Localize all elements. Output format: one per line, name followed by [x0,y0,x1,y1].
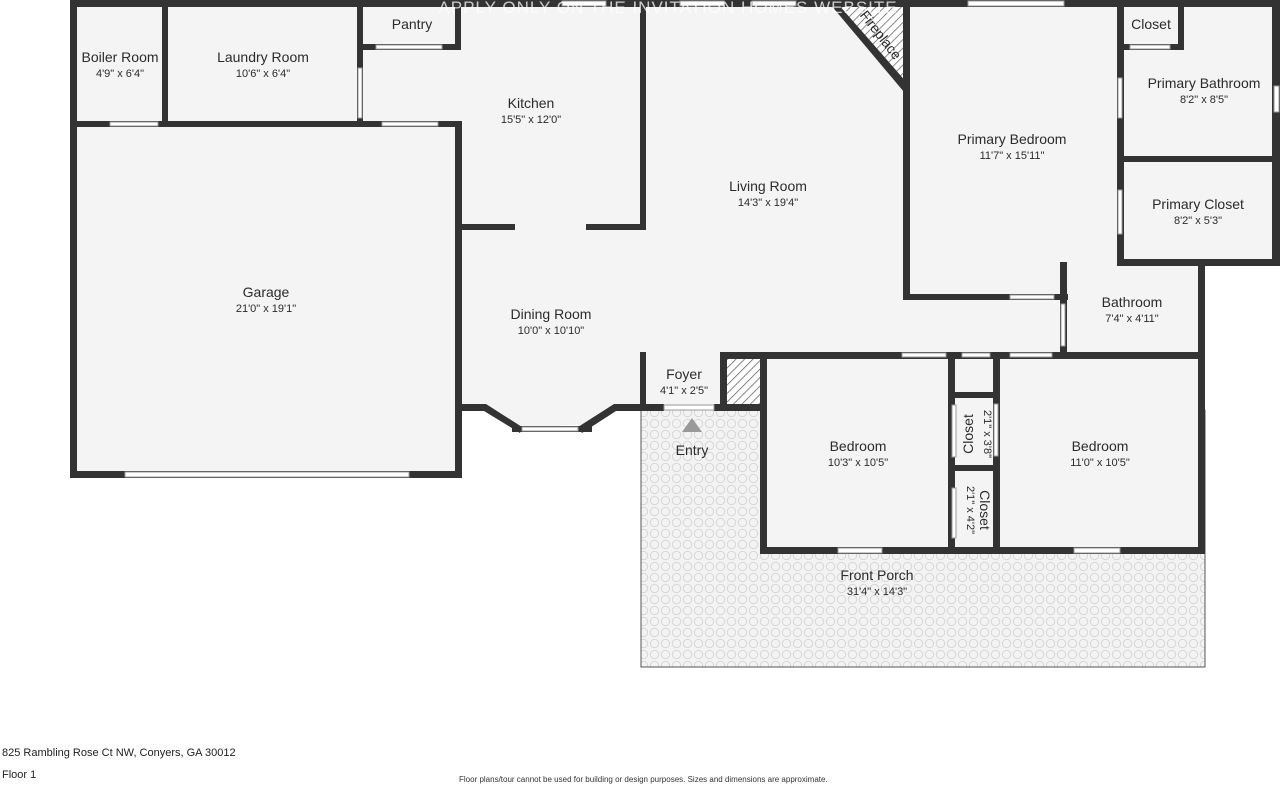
room-dims-foyer: 4'1" x 2'5" [660,385,708,397]
floor-label: Floor 1 [2,769,37,781]
property-address: 825 Rambling Rose Ct NW, Conyers, GA 300… [2,747,236,759]
openings [109,0,1280,554]
watermark: APPLY ONLY ON THE INVITATION HOMES WEBSI… [438,0,897,17]
room-dims-primary-bathroom: 8'2" x 8'5" [1180,94,1228,106]
room-name-laundry: Laundry Room [217,49,309,65]
room-dims-bedroom-right: 11'0" x 10'5" [1070,457,1130,469]
room-name-pantry: Pantry [392,16,432,32]
room-name-kitchen: Kitchen [508,95,555,111]
disclaimer-text: Floor plans/tour cannot be used for buil… [459,775,828,784]
room-labels: Boiler Room 4'9" x 6'4" Laundry Room 10'… [81,7,1260,598]
room-dims-boiler: 4'9" x 6'4" [96,68,144,80]
room-name-primary-bedroom: Primary Bedroom [958,131,1067,147]
room-name-bathroom: Bathroom [1102,294,1163,310]
room-dims-bedroom-left: 10'3" x 10'5" [828,457,888,469]
room-name-bedroom-left: Bedroom [830,438,887,454]
room-dims-laundry: 10'6" x 6'4" [236,68,290,80]
room-dims-closet-upper: 2'1" x 3'8" [981,410,993,458]
entry-arrow-icon [682,418,702,432]
interior-floors [72,2,1278,550]
room-name-entry: Entry [676,442,709,458]
room-name-primary-bathroom: Primary Bathroom [1148,75,1261,91]
room-name-bedroom-right: Bedroom [1072,438,1129,454]
room-dims-primary-closet: 8'2" x 5'3" [1174,215,1222,227]
room-name-boiler: Boiler Room [81,49,158,65]
room-dims-closet-lower: 2'1" x 4'2" [964,486,976,534]
room-name-living: Living Room [729,178,807,194]
room-name-closet-lower: Closet [977,490,993,530]
foyer-utility-box [724,358,762,406]
room-dims-front-porch: 31'4" x 14'3" [847,586,907,598]
room-name-closet-top: Closet [1131,16,1171,32]
room-name-front-porch: Front Porch [840,567,913,583]
room-dims-garage: 21'0" x 19'1" [236,303,296,315]
room-dims-dining: 10'0" x 10'10" [518,325,585,337]
room-name-foyer: Foyer [666,366,702,382]
room-dims-primary-bedroom: 11'7" x 15'11" [980,150,1045,162]
room-name-primary-closet: Primary Closet [1152,196,1244,212]
room-dims-living: 14'3" x 19'4" [738,197,798,209]
room-name-closet-upper: Closet [960,414,976,454]
room-dims-bathroom: 7'4" x 4'11" [1105,313,1158,325]
room-dims-kitchen: 15'5" x 12'0" [501,114,561,126]
room-name-dining: Dining Room [511,306,592,322]
room-name-garage: Garage [243,284,290,300]
